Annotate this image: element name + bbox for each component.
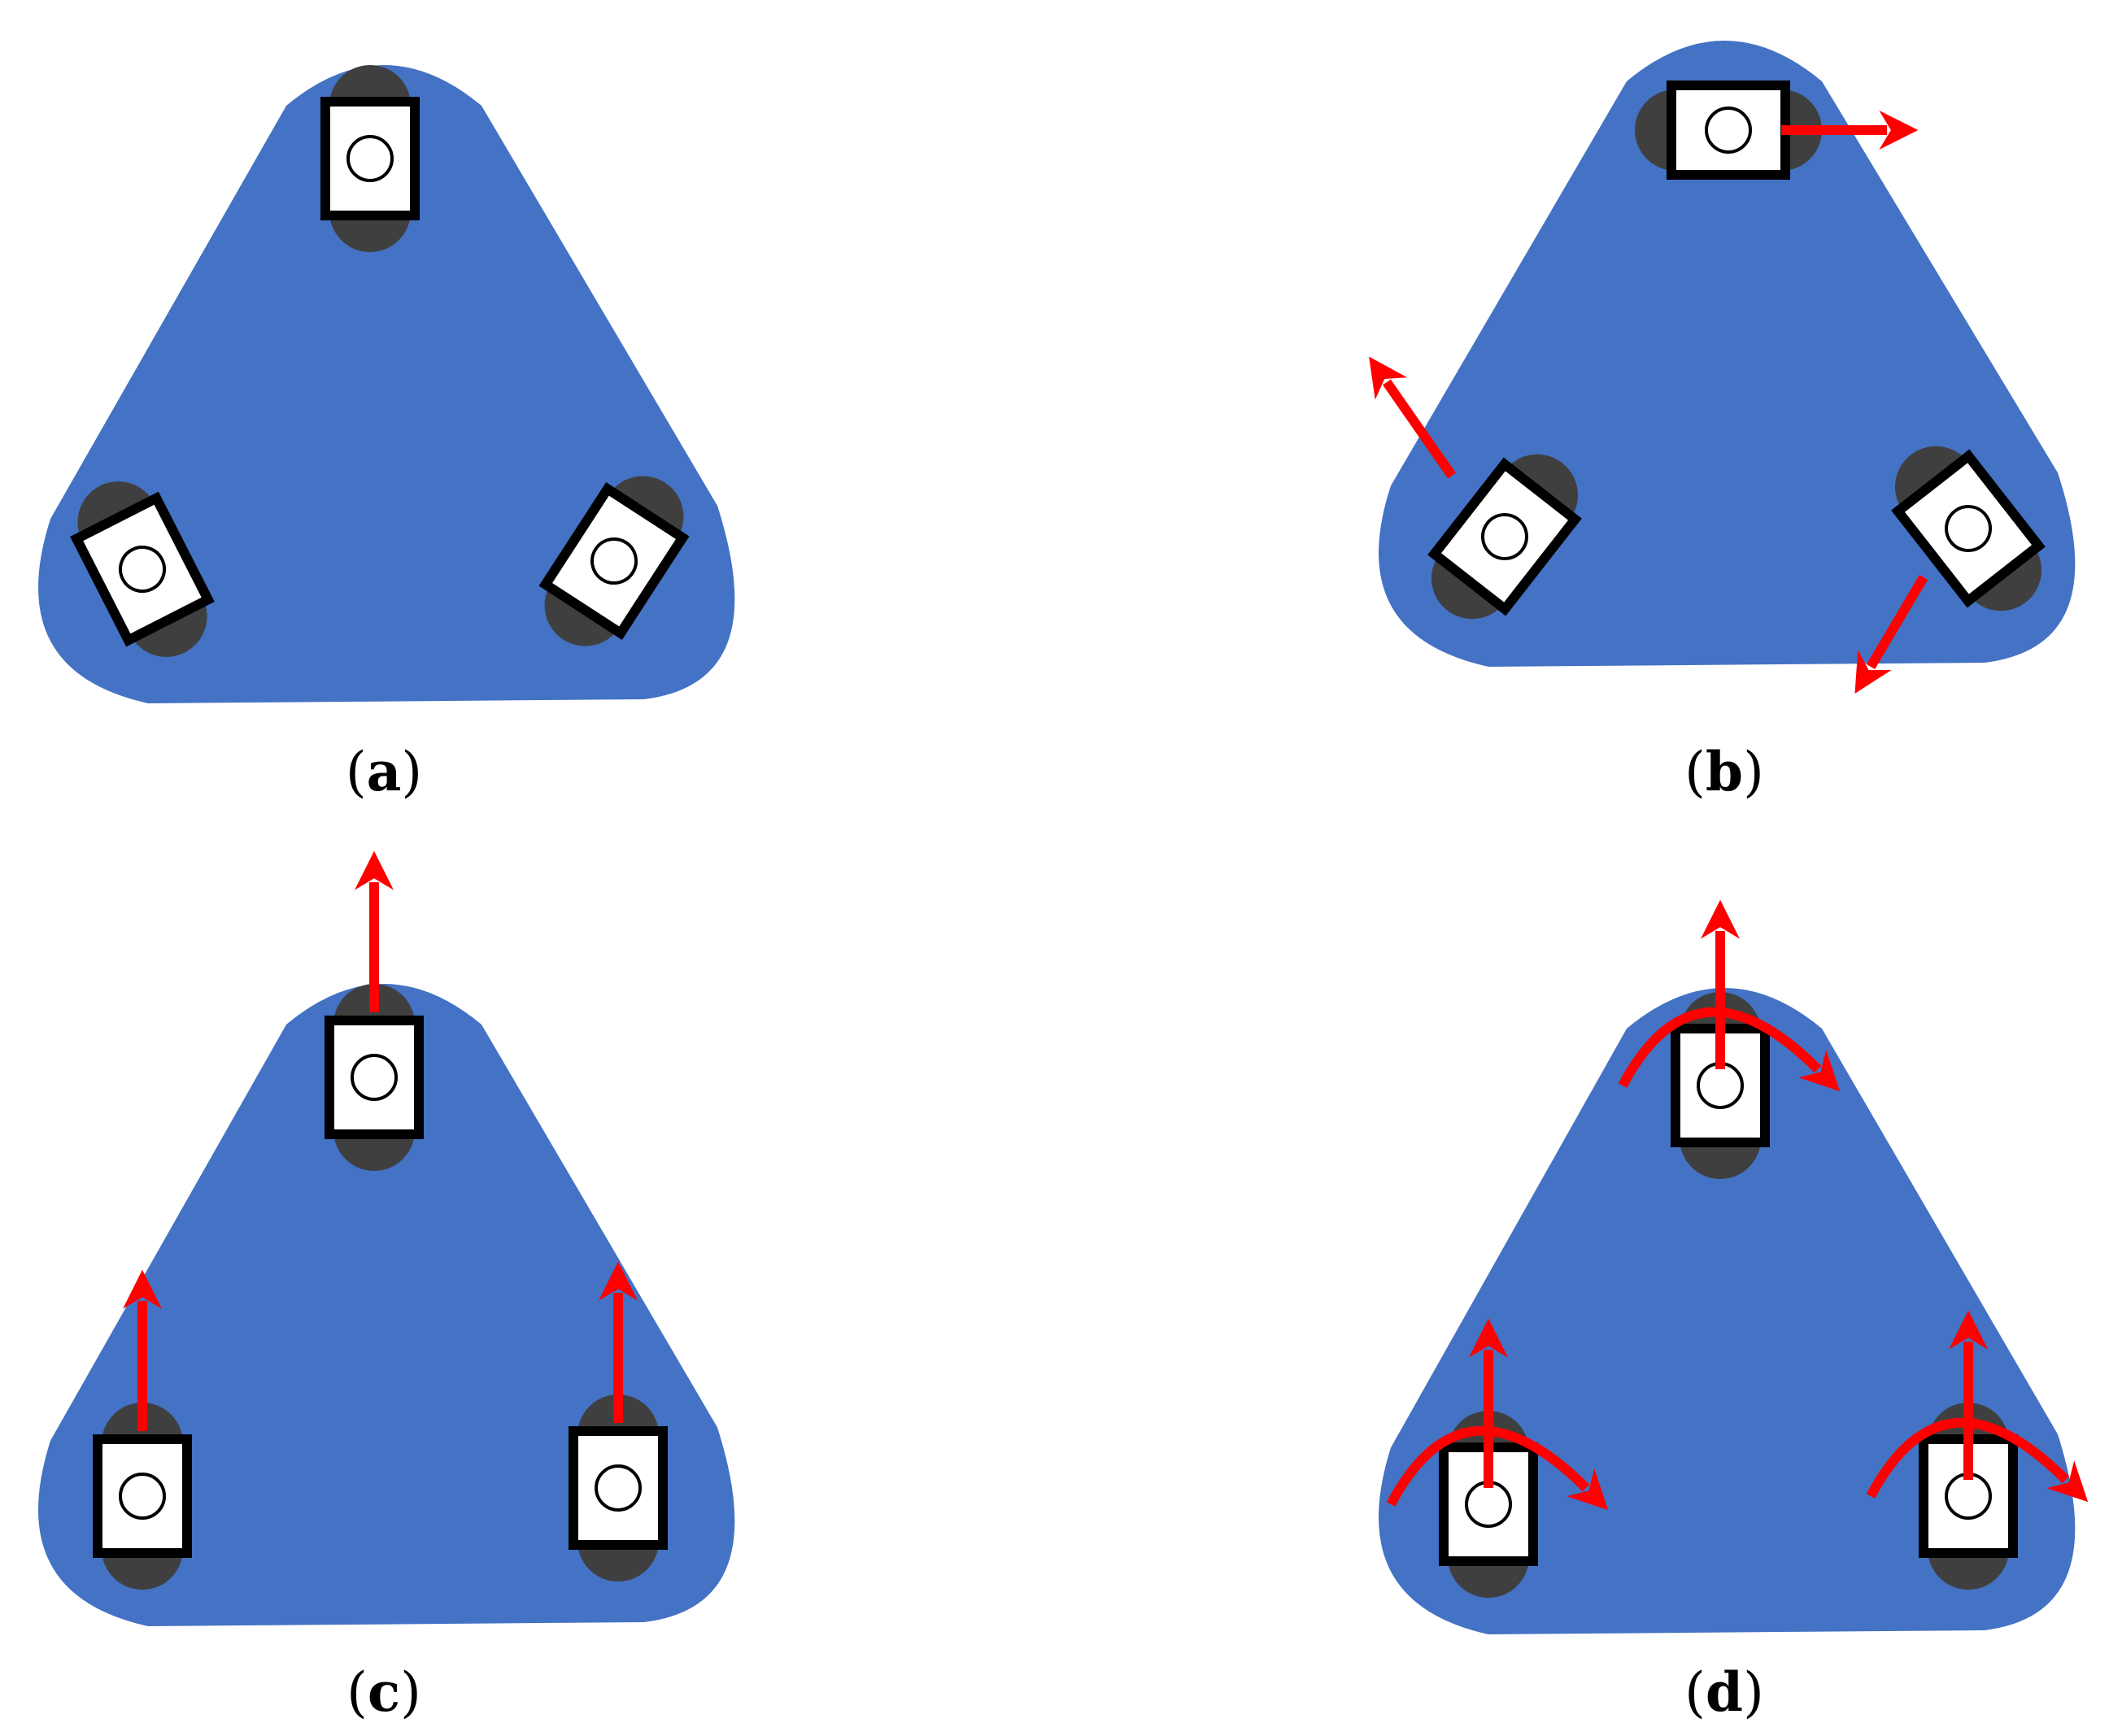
wheel-module-1 <box>1635 80 1822 180</box>
wheel-module-1 <box>320 65 420 252</box>
wheel-module-3 <box>1891 446 2046 611</box>
caption-d: (d) <box>1684 1660 1764 1724</box>
wheel-module-3 <box>1919 1403 2018 1590</box>
axle-circle <box>119 1473 166 1520</box>
axle-circle <box>1481 513 1528 560</box>
axle-circle <box>346 135 394 182</box>
axle-circle <box>595 1464 642 1512</box>
arrow-steer-1-arc <box>1618 1007 1841 1092</box>
axle-circle <box>351 1054 398 1101</box>
axle-circle <box>590 537 638 585</box>
caption-a: (a) <box>346 740 422 803</box>
robot-body <box>1379 988 2076 1634</box>
arrow-right <box>1854 574 1928 694</box>
wheel-module-1 <box>1671 992 1770 1179</box>
caption-b: (b) <box>1684 740 1764 803</box>
panel-a <box>38 65 735 703</box>
wheel-module-2 <box>70 481 215 657</box>
robot-body <box>38 984 735 1626</box>
arrow-left <box>1369 356 1456 479</box>
axle-circle <box>1465 1481 1512 1528</box>
arrow-steer-3-arc <box>1866 1417 2089 1503</box>
axle-circle <box>1945 1473 1992 1520</box>
axle-circle <box>1945 505 1992 552</box>
panel-d <box>1379 899 2089 1634</box>
wheel-module-2 <box>93 1403 192 1590</box>
axle-circle <box>1697 1062 1744 1109</box>
wheel-module-3 <box>538 476 690 646</box>
wheel-module-1 <box>325 984 424 1171</box>
axle-circle <box>1705 107 1752 154</box>
arrow-steer-2-arc <box>1386 1425 1609 1511</box>
caption-c: (c) <box>346 1660 421 1724</box>
robot-body <box>38 65 735 703</box>
panel-b <box>1369 41 2076 694</box>
axle-circle <box>119 546 166 593</box>
wheel-module-2 <box>1427 454 1582 620</box>
panel-c <box>38 851 735 1626</box>
wheel-module-3 <box>569 1394 668 1582</box>
